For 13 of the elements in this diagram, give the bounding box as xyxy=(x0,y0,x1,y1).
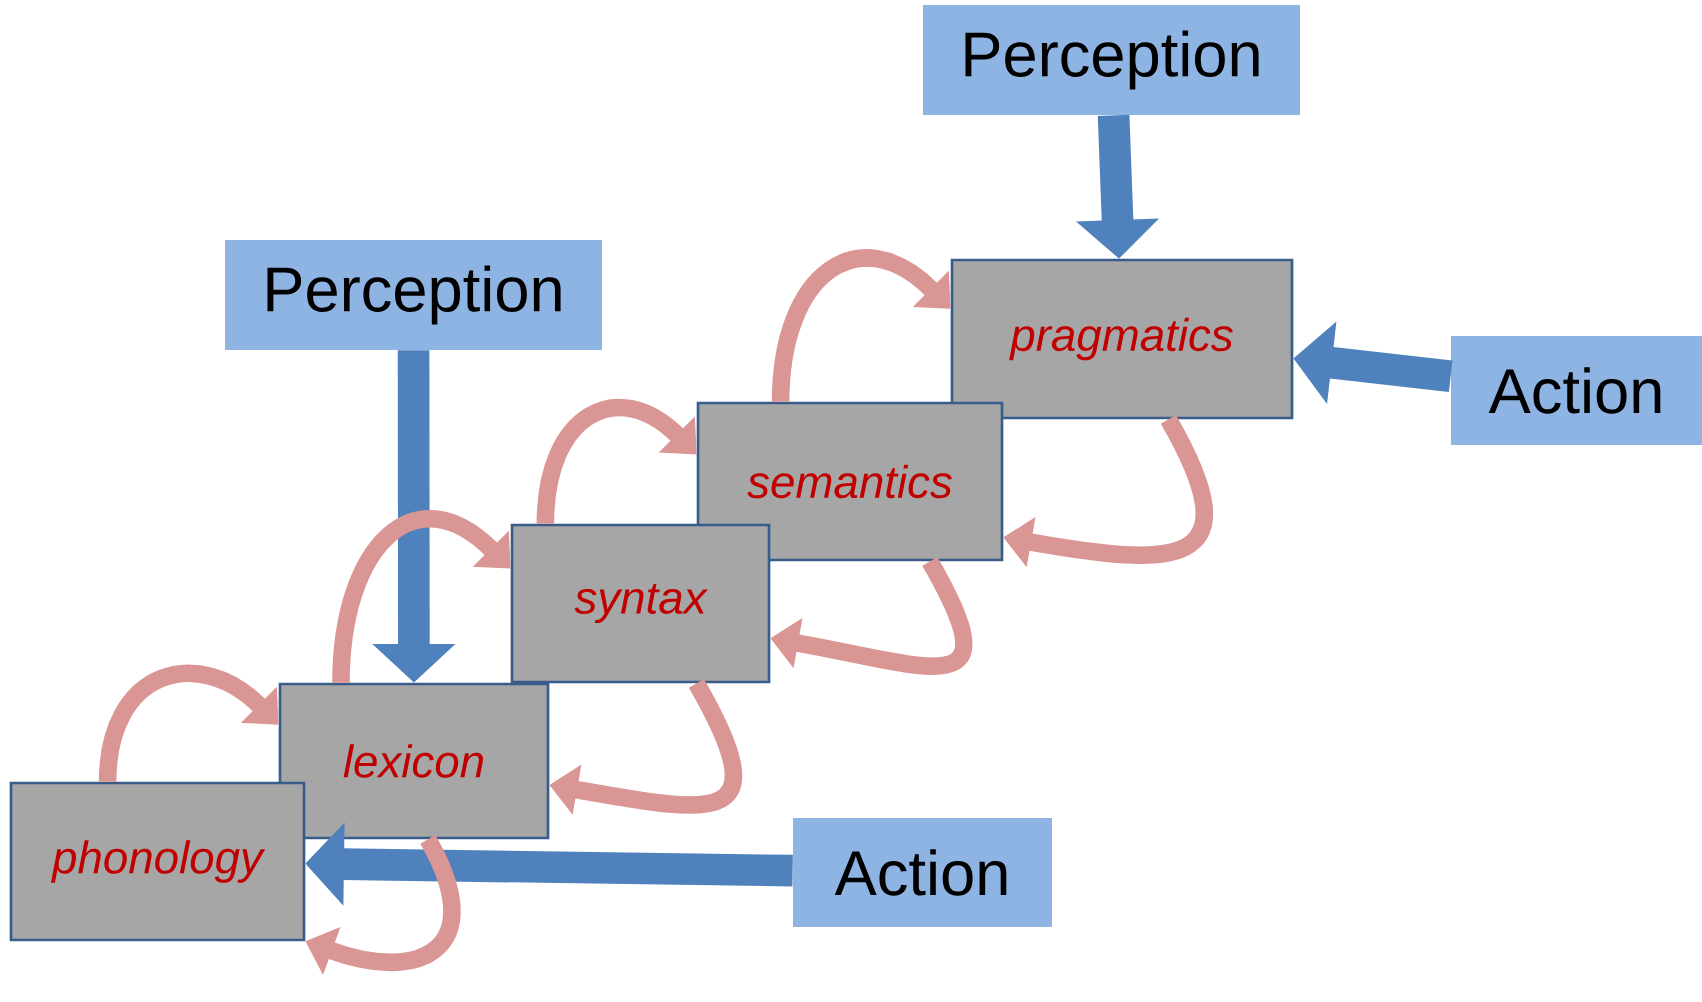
label-box: Perception xyxy=(225,240,602,350)
arrow xyxy=(98,664,279,783)
arrow xyxy=(536,398,697,525)
arrow xyxy=(332,510,511,684)
level-box: pragmatics xyxy=(950,258,1294,420)
level-box: semantics xyxy=(696,401,1004,562)
level-box: phonology xyxy=(9,781,306,942)
level-box: syntax xyxy=(510,523,771,684)
label-box: Action xyxy=(793,818,1052,927)
label-box: Perception xyxy=(923,5,1300,115)
label-box: Action xyxy=(1451,336,1702,445)
arrow xyxy=(771,249,951,403)
level-box: lexicon xyxy=(278,682,550,840)
